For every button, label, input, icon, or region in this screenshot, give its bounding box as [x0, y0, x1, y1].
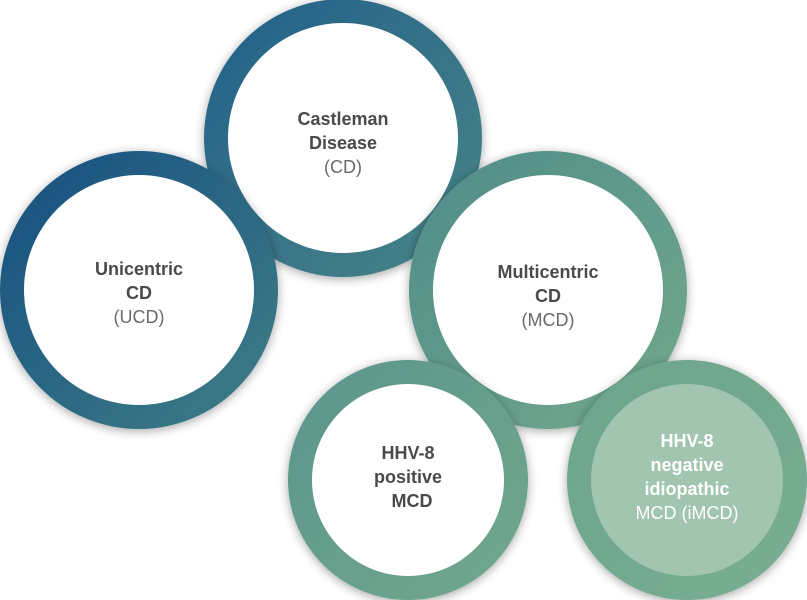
castleman-line2: Disease — [309, 133, 377, 153]
label-multicentric: Multicentric CD (MCD) — [497, 262, 598, 330]
unicentric-line1: Unicentric — [95, 259, 183, 279]
label-unicentric: Unicentric CD (UCD) — [95, 259, 183, 327]
hhv8-positive-line3: MCD — [392, 491, 433, 511]
hhv8-negative-abbr: MCD (iMCD) — [636, 503, 739, 523]
node-hhv8-negative-imcd — [567, 360, 807, 600]
hhv8-negative-line2: negative — [650, 455, 723, 475]
label-castleman: Castleman Disease (CD) — [297, 109, 388, 177]
node-hhv8-positive-mcd — [288, 360, 528, 600]
unicentric-abbr: (UCD) — [114, 307, 165, 327]
hhv8-negative-line3: idiopathic — [645, 479, 730, 499]
node-castleman-disease — [204, 0, 482, 277]
unicentric-line2: CD — [126, 283, 152, 303]
label-hhv8-negative: HHV-8 negative idiopathic MCD (iMCD) — [636, 431, 739, 523]
castleman-abbr: (CD) — [324, 157, 362, 177]
hhv8-positive-line2: positive — [374, 467, 442, 487]
label-hhv8-positive: HHV-8 positive MCD — [374, 443, 442, 511]
node-unicentric-cd — [0, 151, 278, 429]
hhv8-negative-line1: HHV-8 — [660, 431, 713, 451]
castleman-line1: Castleman — [297, 109, 388, 129]
multicentric-line1: Multicentric — [497, 262, 598, 282]
multicentric-line2: CD — [535, 286, 561, 306]
node-multicentric-cd — [409, 151, 687, 429]
multicentric-abbr: (MCD) — [522, 310, 575, 330]
hhv8-positive-line1: HHV-8 — [381, 443, 434, 463]
